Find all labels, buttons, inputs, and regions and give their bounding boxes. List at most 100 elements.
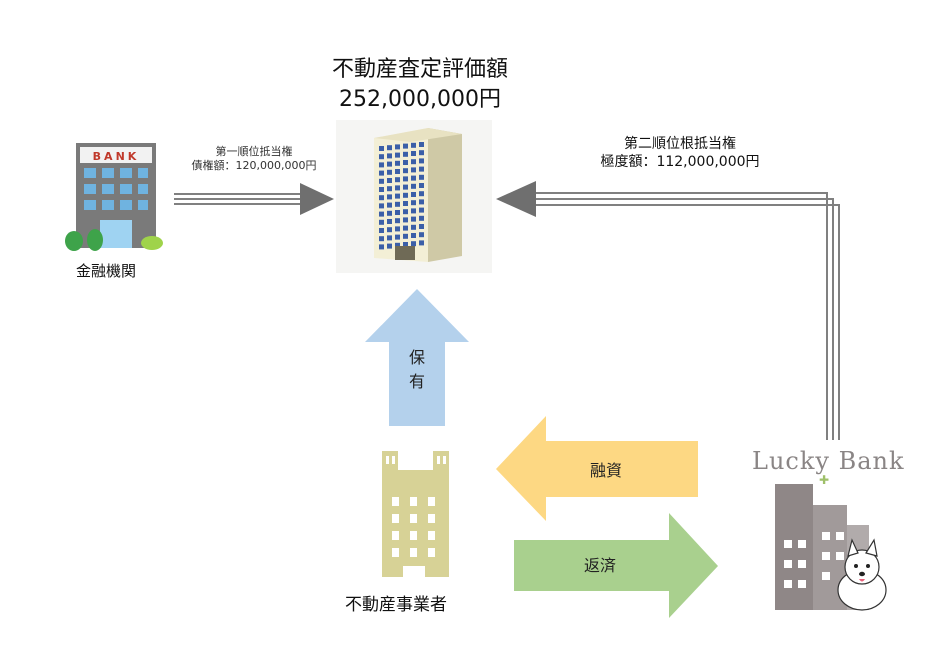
tower-window <box>395 185 400 191</box>
tower-window <box>395 193 400 199</box>
tower-window <box>403 192 408 198</box>
tower-window <box>379 203 384 209</box>
tower-window <box>419 240 424 246</box>
tower-window <box>403 176 408 182</box>
tower-window <box>387 210 392 216</box>
tower-window <box>387 153 392 159</box>
tower-window <box>419 174 424 180</box>
tower-window <box>419 207 424 213</box>
appraisal-title: 不動産査定評価額 252,000,000円 <box>260 55 580 115</box>
tower-window <box>379 154 384 160</box>
tower-window <box>419 215 424 221</box>
tower-window <box>403 151 408 157</box>
tower-window <box>403 201 408 206</box>
tower-window <box>387 169 392 175</box>
tower-window <box>419 199 424 205</box>
ownership-arrow <box>365 289 469 426</box>
lucky-bank-logo: Lucky Bank <box>752 447 905 475</box>
tower-window <box>395 152 400 158</box>
tower-window <box>379 146 384 151</box>
tower-window <box>395 144 400 150</box>
svg-text:✚: ✚ <box>819 473 829 487</box>
tower-window <box>395 234 400 240</box>
tower-window <box>419 142 424 147</box>
tower-window <box>403 217 408 223</box>
tower-window <box>403 225 408 231</box>
tower-window <box>387 243 392 249</box>
loan-arrow <box>496 416 698 521</box>
tower-window <box>379 170 384 176</box>
tower-window <box>403 209 408 215</box>
appraisal-title-label: 不動産査定評価額 <box>331 57 508 82</box>
tower-window <box>403 168 408 174</box>
first-lien-amount: 債権額：120,000,000円 <box>191 159 317 172</box>
tower-window <box>387 235 392 241</box>
tower-window <box>411 175 416 181</box>
tower-window <box>411 233 416 238</box>
tower-window <box>419 232 424 238</box>
tower-window <box>411 183 416 189</box>
tower-window <box>395 242 400 248</box>
tower-window <box>411 159 416 165</box>
tower-window <box>403 242 408 247</box>
tower-window <box>395 160 400 166</box>
tower-window <box>387 178 392 183</box>
tower-window <box>419 166 424 172</box>
repayment-arrow <box>514 513 718 618</box>
tower-window <box>395 201 400 207</box>
real-estate-company-label: 不動産事業者 <box>345 595 447 615</box>
first-lien-caption: 第一順位抵当権 債権額：120,000,000円 <box>174 145 334 173</box>
tower-window <box>387 194 392 200</box>
tower-window <box>411 142 416 148</box>
tower-window <box>379 178 384 184</box>
first-lien-title: 第一順位抵当権 <box>215 145 293 158</box>
second-lien-title: 第二順位根抵当権 <box>624 136 736 152</box>
tower-window <box>387 186 392 192</box>
tower-window <box>395 218 400 224</box>
tower-window <box>411 167 416 173</box>
tower-window <box>379 236 384 242</box>
tower-window <box>387 202 392 208</box>
tower-window <box>403 143 408 149</box>
tower-window <box>379 219 384 225</box>
repayment-label: 返済 <box>584 556 617 575</box>
tower-window <box>379 195 384 201</box>
bank-building-icon: BANK <box>65 143 163 251</box>
appraisal-amount: 252,000,000円 <box>339 87 501 112</box>
tower-window <box>379 187 384 192</box>
tower-window <box>419 183 424 188</box>
second-lien-amount: 極度額：112,000,000円 <box>600 154 760 170</box>
ownership-label: 保 有 <box>405 346 429 394</box>
tower-window <box>411 192 416 197</box>
tower-window <box>379 228 384 233</box>
bank-sign-text: BANK <box>93 150 140 163</box>
tower-window <box>411 208 416 214</box>
tower-window <box>395 169 400 174</box>
tower-window <box>403 160 408 165</box>
tower-window <box>411 216 416 222</box>
tower-window <box>379 211 384 217</box>
tower-window <box>395 210 400 215</box>
tower-window <box>411 224 416 230</box>
first-lien-arrow <box>174 183 334 215</box>
tower-window <box>411 151 416 156</box>
tower-window <box>419 224 424 229</box>
loan-label: 融資 <box>590 461 623 480</box>
tower-window <box>403 233 408 239</box>
tower-window <box>387 161 392 167</box>
financial-institution-label: 金融機関 <box>76 262 137 280</box>
tower-window <box>419 158 424 164</box>
tower-window <box>395 177 400 183</box>
tower-window <box>419 191 424 197</box>
tower-window <box>387 219 392 224</box>
tower-window <box>395 226 400 232</box>
appraised-property-tower-icon <box>336 120 492 273</box>
tower-window <box>379 162 384 168</box>
second-lien-arrowhead <box>496 181 536 217</box>
real-estate-company-building-icon <box>382 451 449 577</box>
tower-window <box>419 150 424 156</box>
ownership-label-1: 保 <box>408 348 425 367</box>
tower-window <box>411 241 416 247</box>
dog-mascot-icon <box>837 538 887 611</box>
tower-window <box>403 184 408 190</box>
